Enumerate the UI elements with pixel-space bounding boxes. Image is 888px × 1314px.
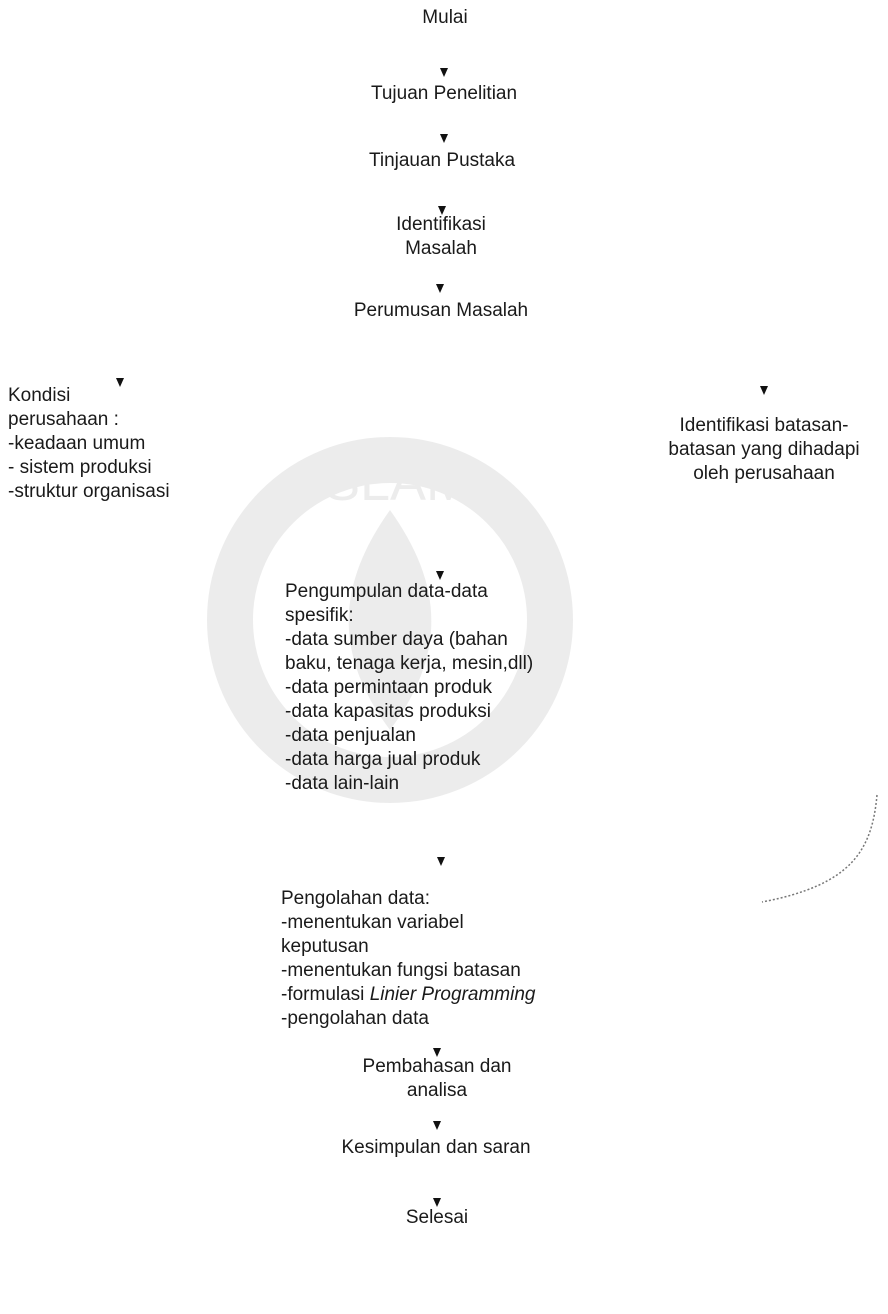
- arrow-down-icon: [440, 134, 448, 143]
- arrow-down-icon: [440, 68, 448, 77]
- node-selesai: Selesai: [405, 1207, 469, 1228]
- arrow-down-icon: [433, 1121, 441, 1130]
- arrow-down-icon: [433, 1198, 441, 1207]
- node-pengolahan-data: Pengolahan data: -menentukan variabel ke…: [281, 888, 536, 1029]
- node-tujuan-penelitian: Tujuan Penelitian: [370, 83, 518, 104]
- node-pembahasan-analisa: Pembahasan dan analisa: [362, 1056, 512, 1101]
- arrow-down-icon: [433, 1048, 441, 1057]
- arrow-down-icon: [760, 386, 768, 395]
- university-seal-watermark: ISLAM: [207, 437, 573, 803]
- arrow-down-icon: [116, 378, 124, 387]
- arrow-down-icon: [437, 857, 445, 866]
- node-mulai: Mulai: [422, 7, 468, 28]
- node-identifikasi-masalah: Identifikasi Masalah: [396, 214, 486, 259]
- watermark-text: ISLAM: [309, 452, 471, 512]
- node-kondisi-perusahaan: Kondisi perusahaan : -keadaan umum - sis…: [8, 385, 170, 502]
- arrow-down-icon: [438, 206, 446, 215]
- arrow-down-icon: [436, 284, 444, 293]
- node-kesimpulan-saran: Kesimpulan dan saran: [341, 1137, 531, 1158]
- arrow-down-icon: [436, 571, 444, 580]
- node-perumusan-masalah: Perumusan Masalah: [353, 300, 529, 321]
- node-tinjauan-pustaka: Tinjauan Pustaka: [368, 150, 516, 171]
- node-identifikasi-batasan: Identifikasi batasan- batasan yang dihad…: [668, 415, 860, 484]
- page-curl-mark: [761, 794, 878, 903]
- node-pengumpulan-data: Pengumpulan data-data spesifik: -data su…: [285, 581, 534, 794]
